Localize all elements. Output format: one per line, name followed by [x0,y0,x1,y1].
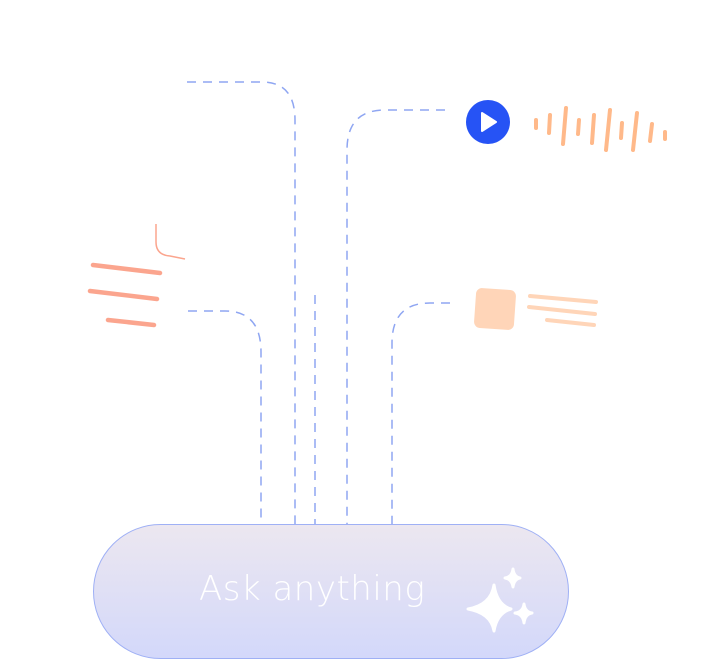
play-icon [466,100,510,144]
sparkles-icon [466,567,534,633]
corner-stroke-icon [155,224,186,260]
waveform-icon [534,106,667,152]
text-lines-icon [87,262,163,328]
dashed-connector-4 [188,310,262,525]
dashed-connector-1 [187,81,296,525]
ask-anything-input[interactable]: Ask anything [93,524,569,659]
dashed-connector-5 [391,302,450,525]
ask-anything-label: Ask anything [199,569,426,609]
image-card-icon [474,288,598,330]
dashed-connector-2 [346,109,445,525]
